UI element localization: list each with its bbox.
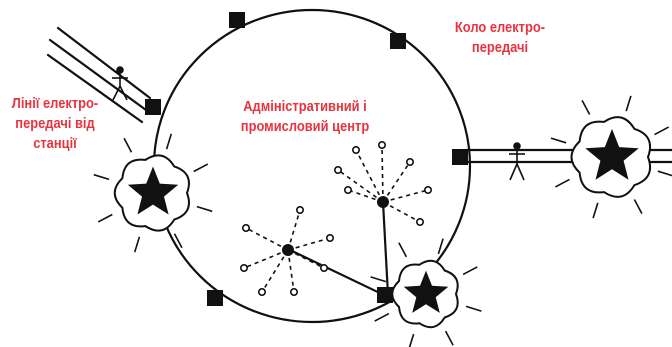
feeder-line bbox=[287, 249, 325, 269]
consumer-icon bbox=[325, 234, 334, 243]
feeder-line bbox=[382, 201, 421, 223]
ray-line bbox=[165, 133, 173, 150]
feeder-line bbox=[245, 227, 289, 251]
center-label: Адміністративний і промисловий центр bbox=[215, 97, 396, 137]
distribution-node bbox=[333, 141, 432, 227]
ray-line bbox=[657, 170, 672, 177]
pylon-icon bbox=[509, 142, 525, 181]
substation-icon bbox=[207, 290, 223, 306]
station-lines-label-line: станції bbox=[33, 135, 77, 152]
power-station-icon bbox=[550, 95, 672, 219]
substation-icon bbox=[452, 149, 468, 165]
ray-line bbox=[123, 137, 133, 153]
ray-line bbox=[633, 199, 643, 214]
ring-label: Коло електро- передачі bbox=[448, 18, 551, 58]
feeder-line bbox=[347, 189, 384, 203]
ray-line bbox=[93, 173, 110, 181]
feeder-line bbox=[287, 209, 301, 251]
ray-line bbox=[196, 205, 213, 213]
consumer-icon bbox=[289, 287, 298, 296]
feeder-line bbox=[261, 249, 289, 293]
ray-line bbox=[625, 95, 632, 112]
ray-line bbox=[581, 100, 591, 115]
star-icon bbox=[403, 270, 449, 313]
substation-icon bbox=[377, 287, 393, 303]
feeder-line bbox=[287, 249, 295, 293]
hub-icon bbox=[282, 244, 294, 256]
substation-icon bbox=[145, 99, 161, 115]
hub-icon bbox=[377, 196, 389, 208]
consumer-icon bbox=[405, 158, 414, 167]
consumer-icon bbox=[343, 186, 352, 195]
consumer-icon bbox=[351, 146, 360, 155]
connector-line bbox=[288, 248, 386, 297]
ray-line bbox=[555, 178, 570, 188]
consumer-icon bbox=[295, 206, 304, 215]
consumer-icon bbox=[242, 224, 251, 233]
ray-line bbox=[444, 330, 454, 346]
feeder-line bbox=[382, 161, 411, 203]
power-station-icon bbox=[93, 133, 213, 253]
ray-line bbox=[374, 312, 390, 322]
ray-line bbox=[437, 238, 444, 255]
feeder-line bbox=[382, 189, 429, 203]
star-icon bbox=[127, 166, 179, 215]
feeder-line bbox=[243, 249, 289, 269]
ray-line bbox=[592, 202, 599, 219]
center-label-line: промисловий центр bbox=[240, 118, 370, 135]
consumer-icon bbox=[415, 218, 424, 227]
ring-label-line: передачі bbox=[471, 39, 529, 56]
substation-icon bbox=[229, 12, 245, 28]
pylon-icon bbox=[112, 66, 128, 101]
feeder-line bbox=[381, 144, 384, 203]
ray-line bbox=[654, 126, 669, 136]
consumer-icon bbox=[377, 141, 386, 150]
ray-line bbox=[462, 266, 478, 276]
ray-line bbox=[550, 137, 567, 144]
consumer-icon bbox=[319, 263, 328, 272]
ray-line bbox=[133, 236, 141, 253]
station-lines-label-line: Лінії електро- bbox=[11, 95, 99, 112]
star-icon bbox=[585, 128, 639, 180]
center-label-line: Адміністративний і bbox=[243, 98, 367, 115]
consumer-icon bbox=[333, 166, 342, 175]
ray-line bbox=[465, 305, 482, 312]
feeder-line bbox=[337, 169, 384, 203]
consumer-icon bbox=[257, 287, 266, 296]
consumer-icon bbox=[423, 186, 432, 195]
ray-line bbox=[398, 242, 408, 258]
station-lines-label: Лінії електро- передачі від станції bbox=[8, 94, 103, 154]
station-lines-label-line: передачі від bbox=[15, 115, 95, 132]
ray-line bbox=[173, 233, 183, 249]
consumer-icon bbox=[240, 263, 249, 272]
substation-icon bbox=[390, 33, 406, 49]
power-station-icon bbox=[370, 238, 482, 347]
ray-line bbox=[193, 163, 209, 173]
ray-line bbox=[408, 333, 415, 347]
ring-label-line: Коло електро- bbox=[454, 19, 546, 36]
feeder-line bbox=[355, 149, 384, 203]
ray-line bbox=[97, 213, 113, 223]
connector-line bbox=[381, 200, 390, 297]
transmission-line-left bbox=[46, 26, 152, 124]
distribution-node bbox=[240, 206, 334, 296]
feeder-line bbox=[287, 237, 331, 251]
ray-line bbox=[370, 276, 387, 283]
